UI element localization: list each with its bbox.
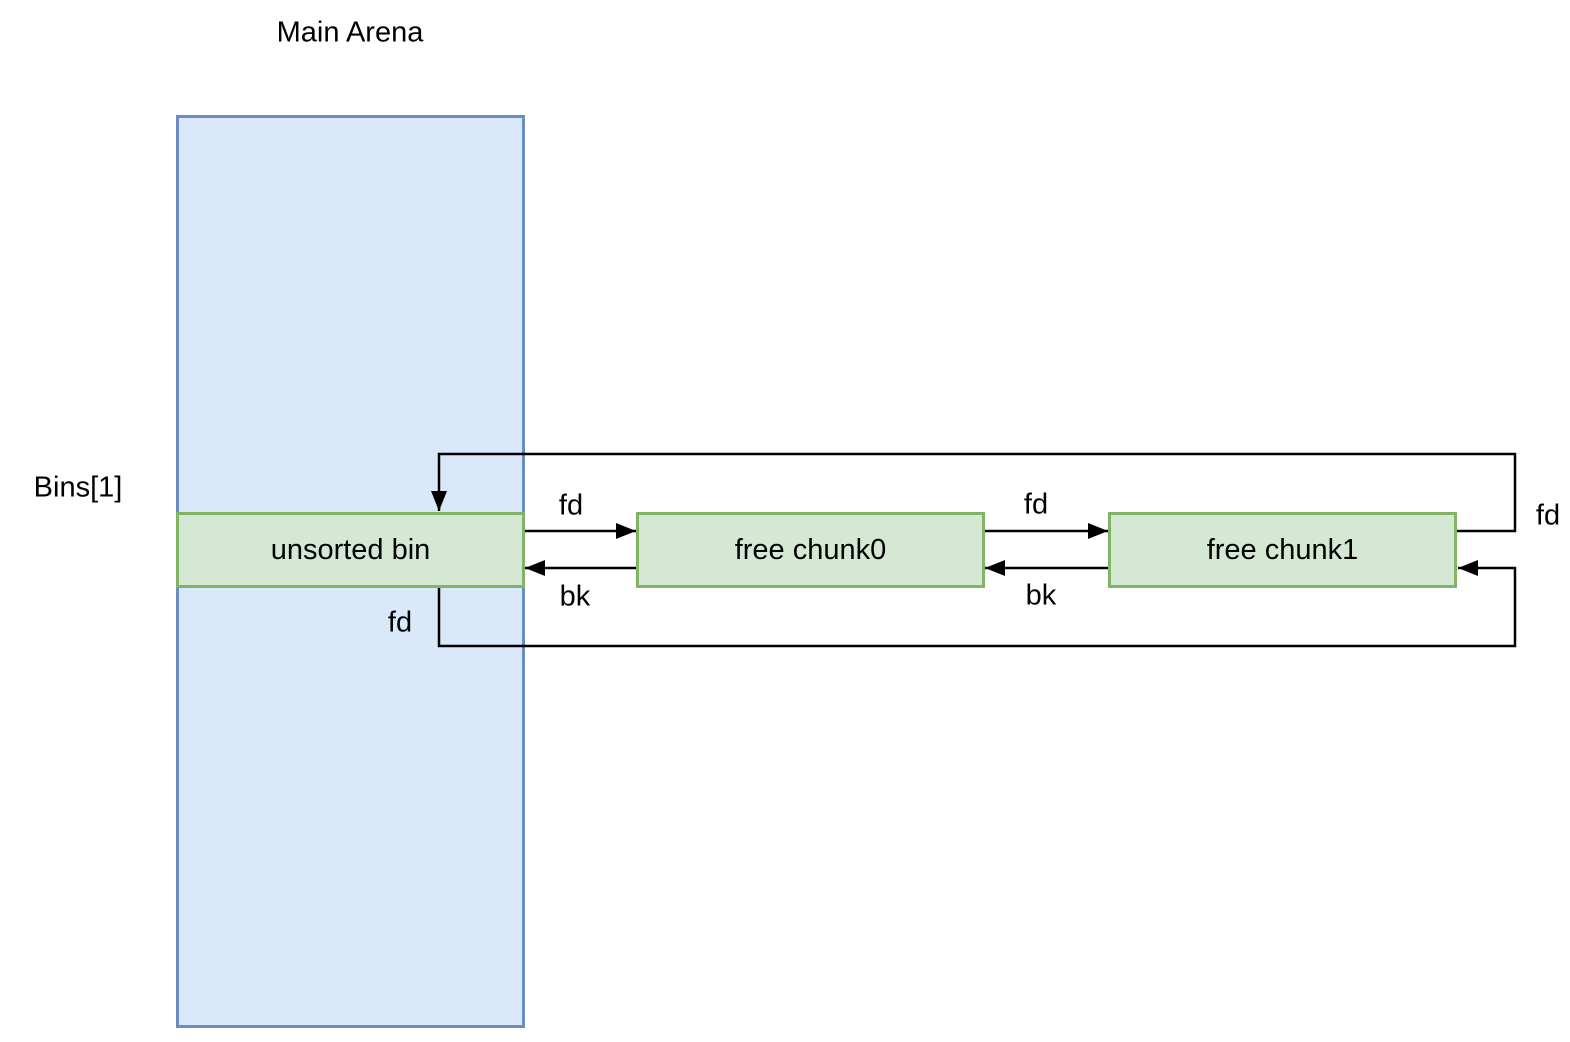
bk-label-chunk0-to-bin: bk xyxy=(559,580,591,613)
free-chunk1-node: free chunk1 xyxy=(1108,512,1457,588)
bins-index-label: Bins[1] xyxy=(33,471,123,504)
fd-label-chunk1-loop: fd xyxy=(1535,499,1561,532)
fd-label-chunk0-to-chunk1: fd xyxy=(1023,488,1049,521)
unsorted-bin-label: unsorted bin xyxy=(270,533,431,566)
free-chunk0-node: free chunk0 xyxy=(636,512,985,588)
fd-label-bin-loop: fd xyxy=(387,606,413,639)
unsorted-bin-node: unsorted bin xyxy=(176,512,525,588)
free-chunk1-label: free chunk1 xyxy=(1206,533,1359,566)
fd-label-bin-to-chunk0: fd xyxy=(558,489,584,522)
free-chunk0-label: free chunk0 xyxy=(734,533,887,566)
bk-label-chunk1-to-chunk0: bk xyxy=(1025,579,1057,612)
main-arena-title: Main Arena xyxy=(276,16,424,49)
